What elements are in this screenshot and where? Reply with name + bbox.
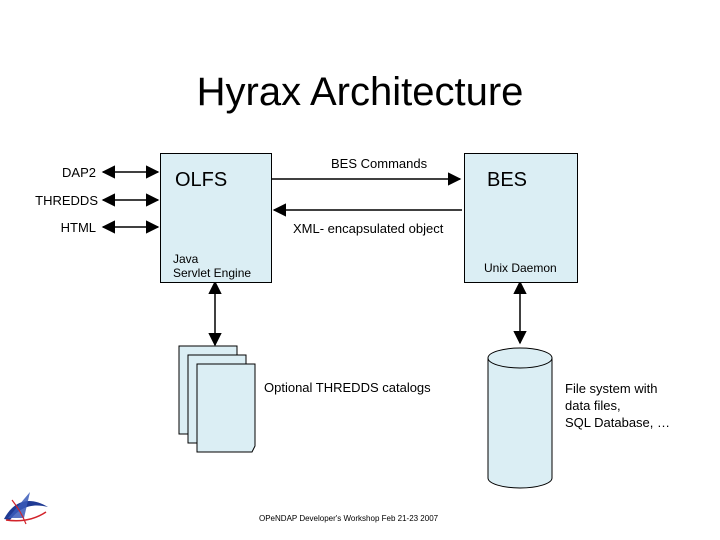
olfs-label: OLFS [175,169,228,191]
client-dap2-label: DAP2 [62,165,96,180]
footer-text: OPeNDAP Developer's Workshop Feb 21-23 2… [259,514,439,523]
database-cylinder [487,347,553,489]
page-title: Hyrax Architecture [196,70,524,114]
xml-object-label: XML- encapsulated object [293,221,444,236]
bes-commands-label: BES Commands [331,156,428,171]
client-thredds-label: THREDDS [35,193,98,208]
filesystem-label: File system with data files, SQL Databas… [565,381,671,430]
catalogs-label: Optional THREDDS catalogs [264,380,431,395]
bes-daemon-label: Unix Daemon [484,261,557,275]
opendap-logo [4,492,48,525]
bes-box: BES Unix Daemon [464,153,578,283]
catalog-documents [178,345,256,453]
client-html-label: HTML [60,220,96,235]
olfs-box: OLFS Java Servlet Engine [160,153,272,283]
olfs-engine-label: Java Servlet Engine [173,252,252,280]
bes-label: BES [487,169,528,191]
